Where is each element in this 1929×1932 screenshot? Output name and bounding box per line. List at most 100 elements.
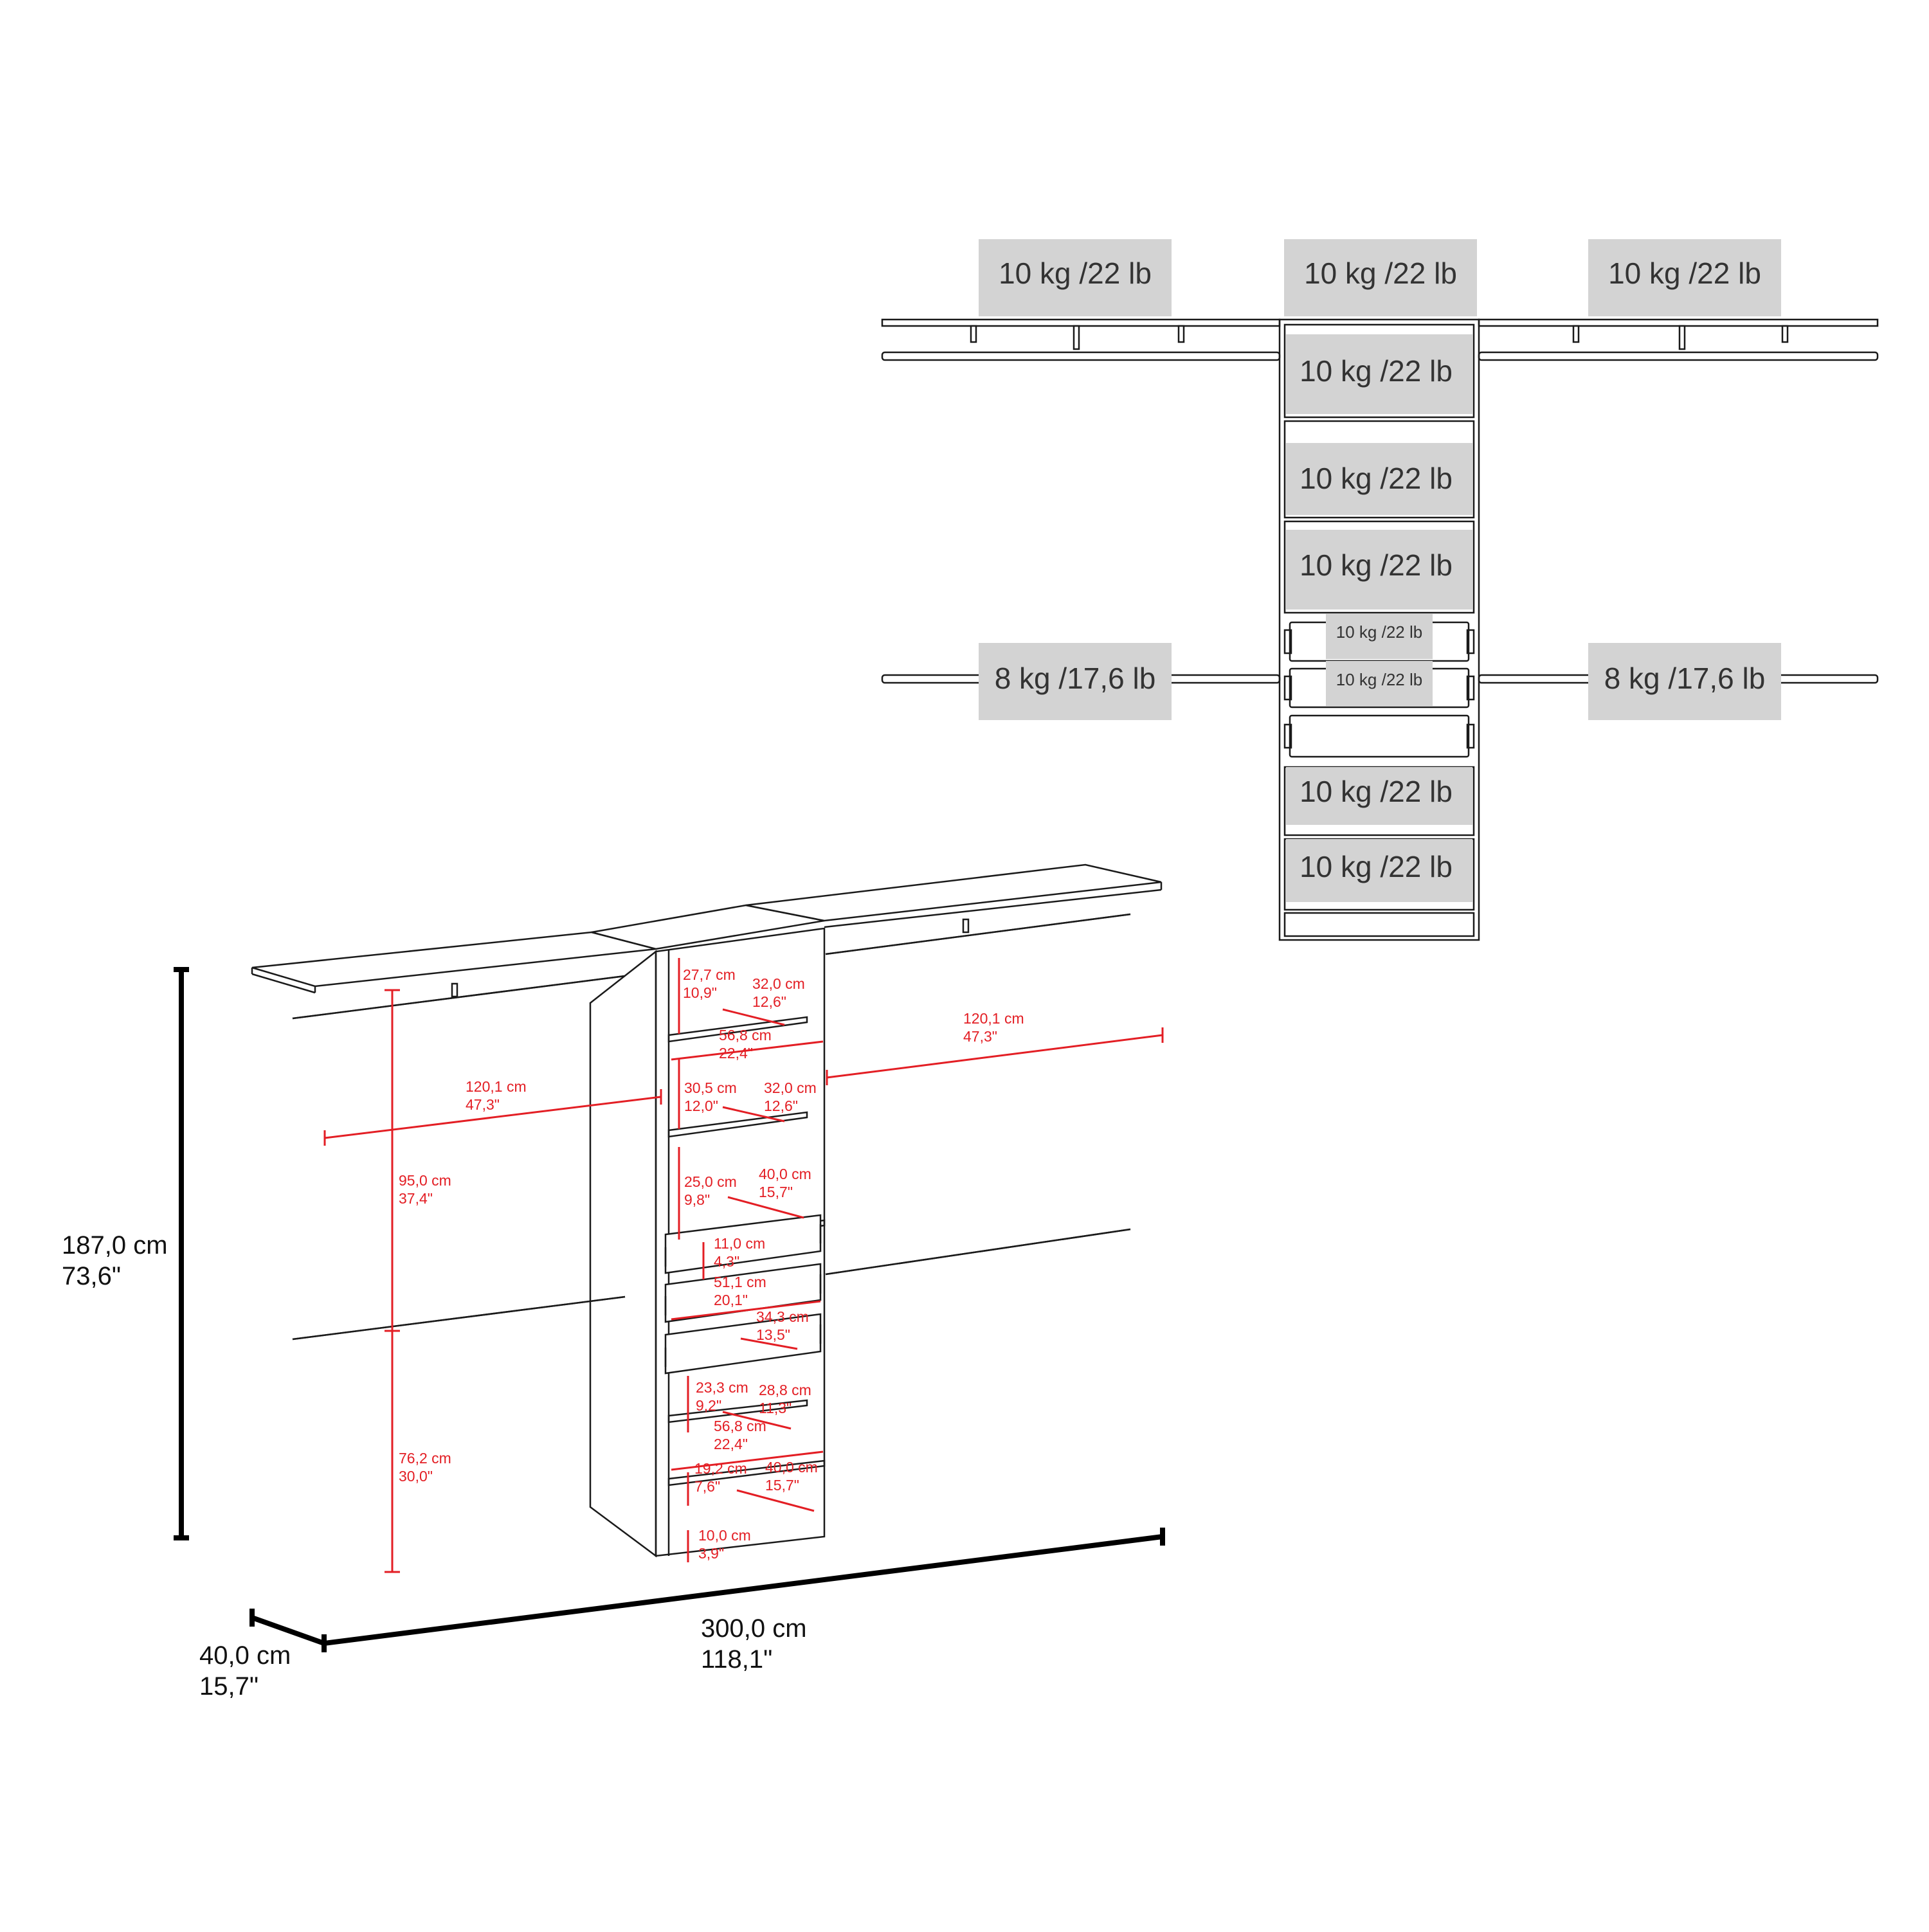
front-drawer-3-handle-r	[1466, 723, 1475, 749]
front-left-upper-rod	[881, 351, 1281, 361]
lower-rod-gap-in-label: 30,0"	[399, 1468, 433, 1485]
front-tower-cell-2	[1283, 420, 1475, 519]
front-right-bracket-1	[1572, 325, 1580, 343]
drawer-width-in-label: 20,1"	[714, 1292, 748, 1308]
weight-label-top-center: 10 kg /22 lb	[1304, 257, 1457, 290]
width-cm-label: 300,0 cm	[701, 1614, 807, 1643]
perspective-view	[174, 863, 1165, 1652]
persp-left-top-shelf	[251, 931, 657, 988]
left-width-in-label: 47,3"	[466, 1096, 500, 1113]
front-drawer-3-handle-l	[1283, 723, 1292, 749]
shelf1-depth-cm-label: 32,0 cm	[752, 975, 805, 992]
shelf3-depth-in-label: 15,7"	[759, 1184, 793, 1200]
front-drawer-2-handle-l	[1283, 675, 1292, 701]
front-tower-cell-1	[1283, 323, 1475, 419]
weight-tag-drawer-2: 10 kg /22 lb	[1326, 661, 1433, 706]
weight-label-tower-2: 10 kg /22 lb	[1300, 462, 1453, 495]
front-right-upper-rod	[1478, 351, 1879, 361]
top-space-cm-label: 27,7 cm	[683, 966, 736, 983]
weight-label-tower-4: 10 kg /22 lb	[1300, 775, 1453, 808]
width-in-label: 118,1"	[701, 1645, 772, 1674]
persp-tower-front	[655, 927, 826, 1557]
front-right-bracket-3	[1781, 325, 1789, 343]
space5-cm-label: 19,2 cm	[694, 1460, 747, 1477]
front-left-bracket-2	[1073, 325, 1080, 350]
weight-label-top-left: 10 kg /22 lb	[999, 257, 1152, 290]
drawer-height-in-label: 4,3"	[714, 1253, 739, 1270]
front-drawer-3	[1289, 714, 1470, 758]
space5-in-label: 7,6"	[694, 1478, 720, 1495]
front-tower-base	[1283, 912, 1475, 937]
weight-tag-tower-1: 10 kg /22 lb	[1286, 334, 1472, 414]
space2-cm-label: 30,5 cm	[684, 1079, 737, 1096]
shelf2-depth-cm-label: 32,0 cm	[764, 1079, 817, 1096]
upper-rod-gap-cm-label: 95,0 cm	[399, 1172, 451, 1189]
left-width-cm-label: 120,1 cm	[466, 1078, 527, 1095]
inner-width-1-in-label: 22,4"	[719, 1045, 753, 1061]
weight-tag-tower-5: 10 kg /22 lb	[1286, 839, 1472, 902]
depth-in-label: 15,7"	[199, 1672, 258, 1701]
space4-in-label: 9,2"	[696, 1397, 721, 1414]
top-space-in-label: 10,9"	[683, 984, 717, 1001]
drawer-height-cm-label: 11,0 cm	[714, 1235, 765, 1252]
weight-label-tower-5: 10 kg /22 lb	[1300, 850, 1453, 883]
shelf5-depth-cm-label: 40,0 cm	[765, 1459, 818, 1476]
front-tower-cell-3	[1283, 520, 1475, 614]
drawer-width-cm-label: 51,1 cm	[714, 1274, 766, 1290]
weight-label-top-right: 10 kg /22 lb	[1608, 257, 1761, 290]
drawer-depth-in-label: 13,5"	[756, 1326, 790, 1343]
front-left-bracket-1	[970, 325, 977, 343]
black-dimensions	[174, 967, 1165, 1652]
front-right-top-shelf	[1478, 318, 1879, 327]
weight-tag-tower-3: 10 kg /22 lb	[1286, 530, 1472, 609]
space4-cm-label: 23,3 cm	[696, 1379, 748, 1396]
dimension-labels: 187,0 cm 73,6" 300,0 cm 118,1" 40,0 cm 1…	[62, 966, 1024, 1701]
weight-label-drawer-1: 10 kg /22 lb	[1336, 622, 1422, 642]
weight-tag-top-left: 10 kg /22 lb	[979, 239, 1172, 316]
front-drawer-2-handle-r	[1466, 675, 1475, 701]
inner-width-1-cm-label: 56,8 cm	[719, 1027, 772, 1043]
weight-tag-top-center: 10 kg /22 lb	[1284, 239, 1477, 316]
front-view: 10 kg /22 lb 10 kg /22 lb 10 kg /22 lb 1…	[881, 239, 1879, 941]
weight-label-right-rod: 8 kg /17,6 lb	[1604, 662, 1766, 695]
base-cm-label: 10,0 cm	[698, 1527, 751, 1544]
space3-cm-label: 25,0 cm	[684, 1173, 737, 1190]
weight-tag-drawer-1: 10 kg /22 lb	[1326, 614, 1433, 659]
persp-tower-side	[589, 950, 657, 1558]
upper-rod-gap-in-label: 37,4"	[399, 1190, 433, 1207]
lower-rod-gap-cm-label: 76,2 cm	[399, 1450, 451, 1467]
weight-label-drawer-2: 10 kg /22 lb	[1336, 670, 1422, 689]
height-cm-label: 187,0 cm	[62, 1231, 168, 1259]
red-dimensions	[323, 958, 1164, 1573]
drawer-depth-cm-label: 34,3 cm	[756, 1308, 809, 1325]
depth-cm-label: 40,0 cm	[199, 1641, 291, 1670]
shelf3-depth-cm-label: 40,0 cm	[759, 1166, 811, 1182]
front-right-bracket-2	[1678, 325, 1686, 350]
weight-label-tower-3: 10 kg /22 lb	[1300, 548, 1453, 582]
front-left-bracket-3	[1177, 325, 1185, 343]
right-width-cm-label: 120,1 cm	[963, 1010, 1024, 1027]
front-drawer-1-handle-l	[1283, 629, 1292, 655]
shelf5-depth-in-label: 15,7"	[765, 1477, 799, 1494]
space2-in-label: 12,0"	[684, 1097, 718, 1114]
weight-tag-tower-2: 10 kg /22 lb	[1286, 443, 1472, 515]
front-left-top-shelf	[881, 318, 1281, 327]
height-in-label: 73,6"	[62, 1262, 121, 1290]
right-width-in-label: 47,3"	[963, 1028, 997, 1045]
weight-tag-top-right: 10 kg /22 lb	[1588, 239, 1781, 316]
inner-width-2-in-label: 22,4"	[714, 1436, 748, 1452]
weight-tag-tower-4: 10 kg /22 lb	[1286, 767, 1472, 825]
base-in-label: 3,9"	[698, 1545, 724, 1562]
weight-label-tower-1: 10 kg /22 lb	[1300, 354, 1453, 388]
weight-tag-right-rod: 8 kg /17,6 lb	[1588, 643, 1781, 720]
shelf2-depth-in-label: 12,6"	[764, 1097, 798, 1114]
space3-in-label: 9,8"	[684, 1191, 710, 1208]
front-drawer-1-handle-r	[1466, 629, 1475, 655]
shelf4-depth-in-label: 11,3"	[759, 1400, 792, 1416]
shelf4-depth-cm-label: 28,8 cm	[759, 1382, 811, 1398]
front-tower-frame	[1278, 318, 1480, 941]
weight-tag-left-rod: 8 kg /17,6 lb	[979, 643, 1172, 720]
shelf1-depth-in-label: 12,6"	[752, 993, 786, 1010]
